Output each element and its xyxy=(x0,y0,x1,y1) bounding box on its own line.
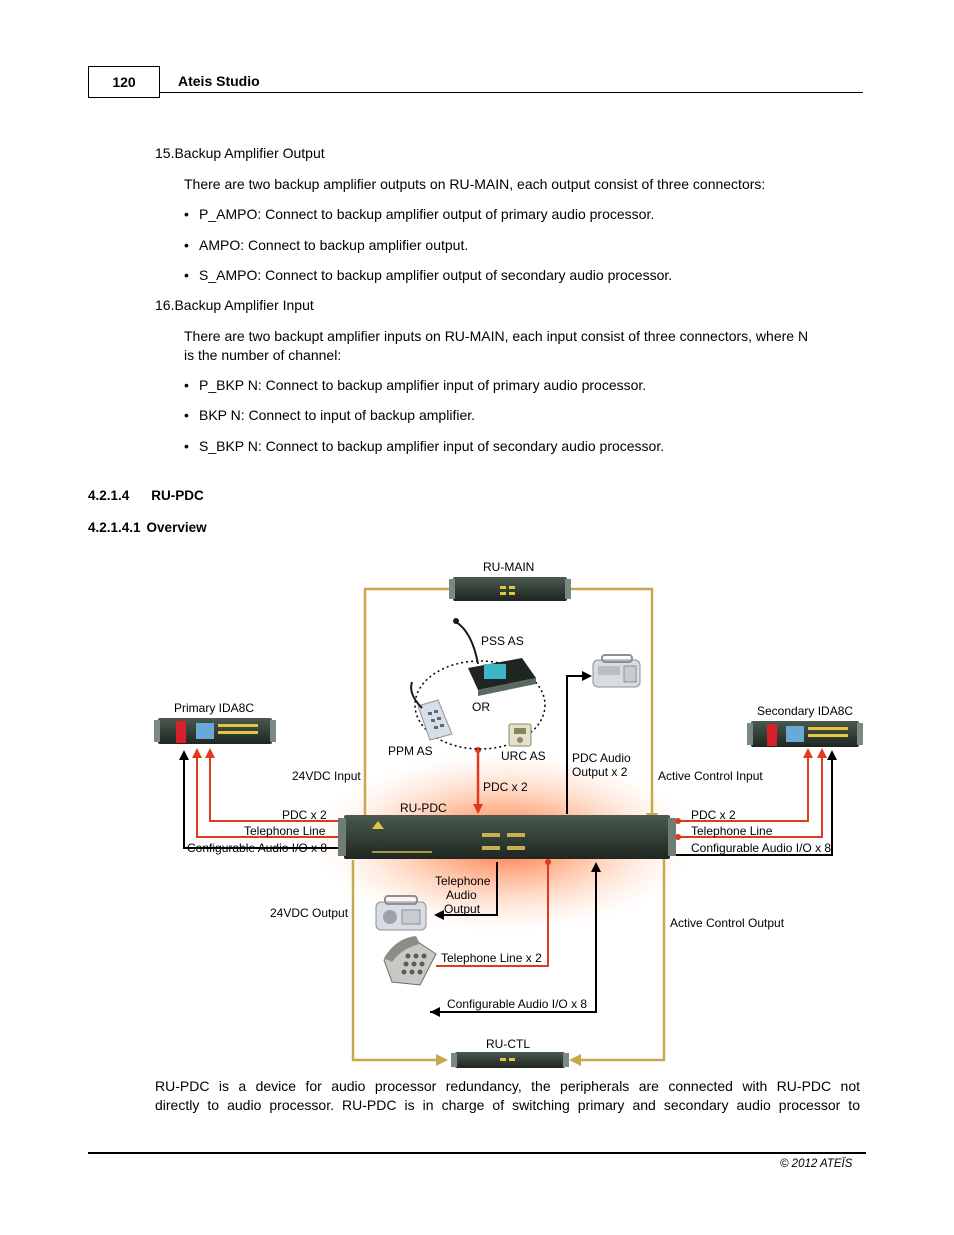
label-or: OR xyxy=(472,700,490,714)
label-pdc-x2-right: PDC x 2 xyxy=(691,808,736,822)
list-item: •AMPO: Connect to backup amplifier outpu… xyxy=(184,237,469,253)
label-telephone-audio-1: Telephone xyxy=(435,874,491,888)
label-ppm-as: PPM AS xyxy=(388,744,433,758)
list-item: •P_BKP N: Connect to backup amplifier in… xyxy=(184,377,647,393)
header-title: Ateis Studio xyxy=(178,73,260,89)
paragraph-line: is the number of channel: xyxy=(184,347,342,363)
label-active-control-input: Active Control Input xyxy=(658,769,763,783)
label-telephone-line-right: Telephone Line xyxy=(691,824,773,838)
label-24vdc-input: 24VDC Input xyxy=(292,769,361,783)
telephone-audio-radio-device xyxy=(375,895,427,931)
header-rule xyxy=(160,92,863,93)
radio-device xyxy=(592,654,641,688)
label-pdc-x2-left: PDC x 2 xyxy=(282,808,327,822)
paragraph: There are two backup amplifier outputs o… xyxy=(184,176,766,192)
label-active-control-output: Active Control Output xyxy=(670,916,785,930)
label-secondary-ida8c: Secondary IDA8C xyxy=(757,704,853,718)
page-number: 120 xyxy=(88,66,160,98)
copyright: © 2012 ATEÏS xyxy=(780,1158,853,1170)
label-pss-as: PSS AS xyxy=(481,634,524,648)
primary-ida8c-device xyxy=(154,718,276,744)
ppm-as-device xyxy=(410,681,453,741)
footer-rule xyxy=(88,1152,866,1154)
list-item: •P_AMPO: Connect to backup amplifier out… xyxy=(184,206,655,222)
secondary-ida8c-device xyxy=(747,721,863,747)
ru-pdc-device xyxy=(338,815,676,859)
label-ru-main: RU-MAIN xyxy=(483,560,534,574)
ru-main-device xyxy=(449,577,571,601)
label-pdc-audio-line1: PDC Audio xyxy=(572,751,631,765)
telephone-device xyxy=(383,936,437,986)
list-item: •S_BKP N: Connect to backup amplifier in… xyxy=(184,438,665,454)
label-primary-ida8c: Primary IDA8C xyxy=(174,701,254,715)
list-item: •S_AMPO: Connect to backup amplifier out… xyxy=(184,267,673,283)
label-telephone-audio-3: Output xyxy=(444,902,481,916)
label-ru-ctl: RU-CTL xyxy=(486,1037,530,1051)
urc-as-device xyxy=(508,723,532,747)
label-pdc-audio-line2: Output x 2 xyxy=(572,765,628,779)
label-telephone-line-left: Telephone Line xyxy=(244,824,326,838)
list-item: •BKP N: Connect to input of backup ampli… xyxy=(184,407,476,423)
section-heading: 16.Backup Amplifier Input xyxy=(155,297,314,313)
left-connections xyxy=(179,748,342,849)
label-telephone-audio-2: Audio xyxy=(446,888,477,902)
label-config-audio-right: Configurable Audio I/O x 8 xyxy=(691,841,831,855)
section-heading: 15.Backup Amplifier Output xyxy=(155,145,325,161)
label-config-audio-bottom: Configurable Audio I/O x 8 xyxy=(447,997,587,1011)
label-pdc-x2-top: PDC x 2 xyxy=(483,780,528,794)
label-urc-as: URC AS xyxy=(501,749,546,763)
body-line-1: RU-PDC is a device for audio processor r… xyxy=(155,1078,860,1094)
label-config-audio-left: Configurable Audio I/O x 8 xyxy=(187,841,327,855)
label-24vdc-output: 24VDC Output xyxy=(270,906,349,920)
label-ru-pdc: RU-PDC xyxy=(400,801,447,815)
pss-as-device xyxy=(453,618,536,696)
right-connections xyxy=(670,748,837,856)
power-lines xyxy=(351,587,666,1066)
body-line-2: directly to audio processor. RU-PDC is i… xyxy=(155,1097,860,1113)
paragraph-line: There are two backupt amplifier inputs o… xyxy=(184,328,809,344)
label-telephone-line-x2: Telephone Line x 2 xyxy=(441,951,542,965)
ru-ctl-device xyxy=(451,1052,569,1068)
